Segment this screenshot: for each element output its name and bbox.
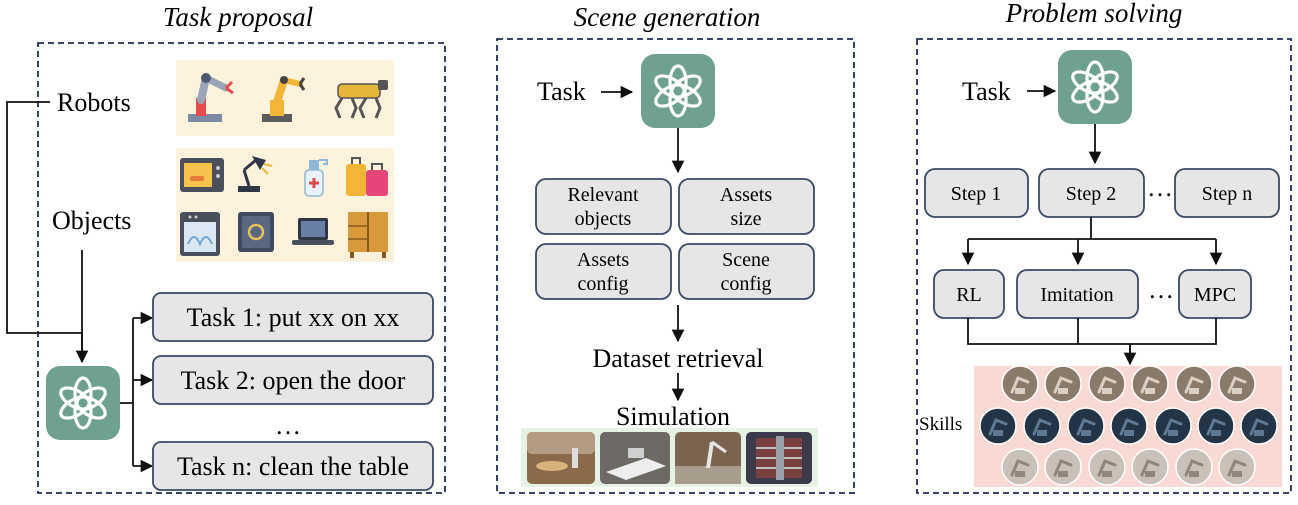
simulation-label: Simulation bbox=[616, 402, 730, 431]
skill-thumbnail bbox=[1197, 407, 1235, 445]
task-input-label: Task bbox=[537, 77, 586, 106]
svg-text:Assets: Assets bbox=[577, 249, 629, 271]
task-label: Task 1: put xx on xx bbox=[187, 303, 400, 332]
suitcase-icon bbox=[346, 157, 388, 196]
step-box: Step 1 bbox=[924, 168, 1029, 218]
chatgpt-logo-icon bbox=[639, 52, 717, 130]
method-branch-line bbox=[968, 217, 1216, 240]
svg-text:Step 1: Step 1 bbox=[951, 183, 1002, 205]
svg-text:Imitation: Imitation bbox=[1040, 284, 1113, 306]
skill-thumbnail bbox=[1218, 365, 1256, 403]
skill-thumbnail bbox=[979, 407, 1017, 445]
task-box: Task 2: open the door bbox=[152, 355, 434, 405]
task-input-label: Task bbox=[962, 77, 1011, 106]
assets-config-box: Assets config bbox=[535, 243, 672, 300]
task-label: Task n: clean the table bbox=[177, 452, 409, 481]
chatgpt-logo-icon bbox=[1056, 48, 1134, 126]
skill-thumbnail bbox=[1175, 365, 1213, 403]
svg-text:RL: RL bbox=[956, 284, 982, 306]
methods-ellipsis: … bbox=[1148, 275, 1174, 304]
cabinet-icon bbox=[348, 212, 388, 258]
skills-merge-line bbox=[967, 318, 1217, 362]
dataset-retrieval-label: Dataset retrieval bbox=[592, 344, 763, 373]
skills-label: Skills bbox=[919, 414, 962, 435]
panel-frame bbox=[916, 38, 1292, 494]
svg-text:config: config bbox=[720, 273, 771, 295]
skill-thumbnail bbox=[1023, 407, 1061, 445]
svg-text:Relevant: Relevant bbox=[567, 184, 639, 206]
skill-thumbnail bbox=[1154, 407, 1192, 445]
laptop-icon bbox=[292, 218, 334, 245]
spray-bottle-icon bbox=[304, 159, 328, 197]
panel-frame bbox=[496, 38, 855, 494]
objects-label: Objects bbox=[52, 206, 131, 235]
robots-label: Robots bbox=[57, 88, 131, 117]
skill-thumbnail bbox=[1175, 448, 1213, 486]
svg-text:Scene: Scene bbox=[722, 249, 770, 271]
step-box: Step n bbox=[1174, 168, 1280, 218]
method-box: MPC bbox=[1178, 269, 1252, 319]
skill-thumbnail bbox=[1110, 407, 1148, 445]
chatgpt-logo-icon bbox=[44, 364, 122, 442]
method-box: RL bbox=[933, 269, 1005, 319]
dishwasher-icon bbox=[180, 212, 220, 256]
panel-title: Problem solving bbox=[1005, 0, 1183, 28]
simulation-image bbox=[746, 432, 812, 484]
method-box: Imitation bbox=[1016, 269, 1139, 319]
panel-title: Task proposal bbox=[163, 2, 313, 32]
safe-icon bbox=[238, 212, 274, 252]
skill-thumbnail bbox=[1131, 365, 1169, 403]
robot-arm-icon bbox=[188, 73, 234, 122]
robot-arm-icon bbox=[262, 76, 306, 122]
scene-config-box: Scene config bbox=[678, 243, 815, 300]
assets-size-box: Assets size bbox=[678, 178, 815, 235]
svg-text:Assets: Assets bbox=[720, 184, 772, 206]
objects-grid bbox=[176, 148, 394, 262]
panel-scene-generation: Scene generation Task Relevant objects A… bbox=[496, 2, 855, 494]
robots-strip bbox=[176, 60, 394, 136]
skill-thumbnail bbox=[1044, 365, 1082, 403]
skill-thumbnail bbox=[1218, 448, 1256, 486]
skill-thumbnail bbox=[1131, 448, 1169, 486]
skill-thumbnail bbox=[1044, 448, 1082, 486]
relevant-objects-box: Relevant objects bbox=[535, 178, 672, 235]
skill-thumbnail bbox=[1067, 407, 1105, 445]
task-branch-line bbox=[120, 318, 134, 466]
steps-ellipsis: … bbox=[1147, 173, 1173, 202]
task-box: Task n: clean the table bbox=[152, 441, 434, 491]
task-box: Task 1: put xx on xx bbox=[152, 292, 434, 342]
step-box: Step 2 bbox=[1038, 168, 1145, 218]
skill-thumbnail bbox=[1088, 365, 1126, 403]
skill-thumbnail bbox=[1001, 365, 1039, 403]
simulation-image bbox=[527, 432, 595, 484]
quadruped-robot-icon bbox=[334, 80, 388, 119]
simulation-strip bbox=[521, 428, 818, 487]
svg-text:MPC: MPC bbox=[1194, 284, 1236, 306]
svg-text:objects: objects bbox=[575, 208, 632, 230]
panel-problem-solving: Problem solving Task Step 1 Step 2 … Ste… bbox=[916, 0, 1292, 494]
tasks-ellipsis: … bbox=[275, 411, 301, 440]
panel-frame bbox=[37, 42, 446, 494]
lamp-icon bbox=[238, 156, 273, 192]
panel-task-proposal: Task proposal Robots Objects bbox=[6, 2, 446, 494]
skill-thumbnail bbox=[1088, 448, 1126, 486]
simulation-image bbox=[600, 432, 670, 484]
skill-thumbnail bbox=[1240, 407, 1278, 445]
svg-text:size: size bbox=[730, 208, 761, 230]
panel-title: Scene generation bbox=[574, 2, 761, 32]
svg-text:Step 2: Step 2 bbox=[1066, 183, 1117, 205]
svg-text:Step n: Step n bbox=[1202, 183, 1253, 205]
microwave-icon bbox=[180, 158, 224, 192]
skill-thumbnail bbox=[1001, 448, 1039, 486]
skills-grid bbox=[979, 365, 1278, 486]
svg-text:config: config bbox=[577, 273, 628, 295]
simulation-image bbox=[675, 432, 741, 484]
task-label: Task 2: open the door bbox=[181, 366, 406, 395]
